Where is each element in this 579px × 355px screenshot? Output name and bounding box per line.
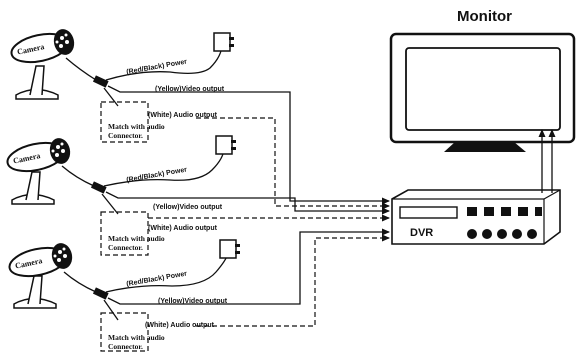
cable-junction [92,287,109,300]
match-note-line1: Match with audio [108,234,165,243]
power-cable [105,43,223,81]
power-adapter-icon [219,239,240,259]
video-wire [107,228,390,305]
match-note-line2: Connector. [108,131,143,140]
power-cable [105,251,229,293]
audio-label: (White) Audio output [148,225,218,232]
camera-unit-3: Camera (Red/Black) Power (Yellow)Video o… [8,228,390,352]
audio-match-box [100,101,149,143]
power-adapter-icon [213,32,234,52]
monitor-icon [389,32,576,152]
audio-connector [103,299,119,321]
audio-match-box [100,312,149,352]
power-cable [103,147,225,187]
monitor-title: Monitor [457,8,512,25]
camera-cable [65,57,97,81]
match-note-line2: Connector. [108,342,143,351]
audio-connector [103,87,119,107]
power-adapter-icon [215,135,236,155]
video-label: (Yellow)Video output [158,298,228,305]
audio-dashed-wire [196,117,390,210]
camera-cable [63,271,97,293]
match-note-line1: Match with audio [108,122,165,131]
power-label: (Red/Black) Power [126,166,188,184]
dvr-icon [391,189,561,245]
camera-cable [61,165,95,187]
video-label: (Yellow)Video output [155,86,225,93]
camera-icon [10,29,75,100]
dvr-label: DVR [410,227,433,239]
video-label: (Yellow)Video output [153,204,223,211]
camera-unit-2: Camera (Red/Black) Power (Yellow)Video o… [6,135,390,256]
audio-label: (White) Audio output [148,112,218,119]
video-wire [105,191,390,215]
cable-junction [90,181,107,194]
camera-icon [6,138,71,205]
audio-match-box [100,211,149,256]
camera-unit-1: Camera (Red/Black) Power (Yellow)Video o… [10,29,390,210]
cable-junction [92,75,109,88]
audio-label: (White) Audio output [145,322,215,329]
match-note-line2: Connector. [108,243,143,252]
audio-dashed-wire [196,234,390,327]
camera-icon [8,243,73,309]
audio-connector [101,193,119,215]
match-note-line1: Match with audio [108,333,165,342]
video-wire [107,85,390,205]
